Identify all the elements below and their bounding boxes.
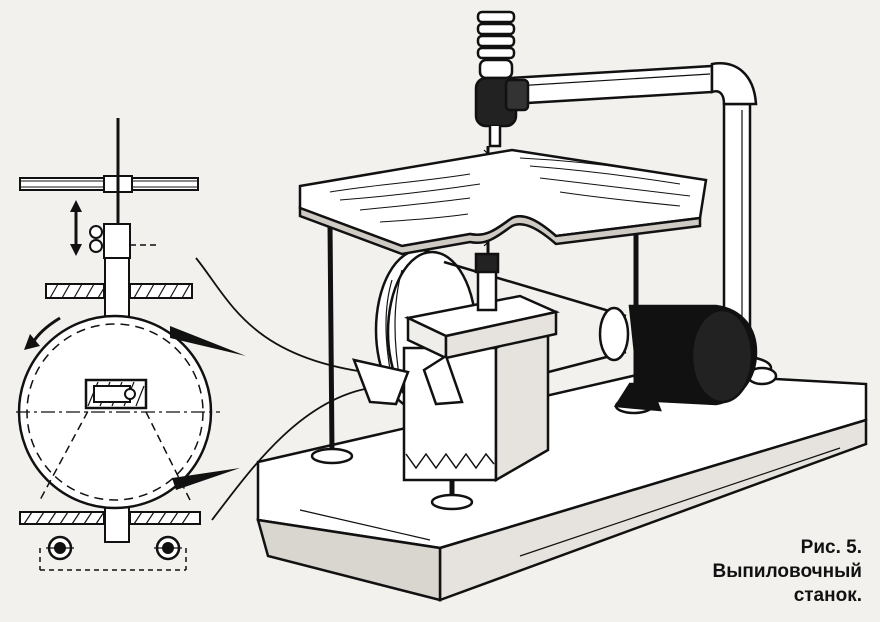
figure-number: Рис. 5. <box>800 537 862 558</box>
mechanism-detail <box>16 118 246 571</box>
pointer-upper <box>170 326 246 356</box>
caption-line-1: Выпиловочный <box>712 561 862 582</box>
caption-line-2: станок. <box>793 585 862 606</box>
upper-guide-rod <box>19 175 199 193</box>
electric-motor <box>598 304 758 412</box>
pointer-lower <box>172 468 240 490</box>
bottom-base-section <box>19 511 201 525</box>
mounting-bolts <box>39 535 187 571</box>
rotation-arrow <box>24 316 61 350</box>
figure-caption: Рис. 5. Выпиловочный станок. <box>712 536 862 608</box>
upper-arm <box>508 62 758 106</box>
wing-nut <box>89 223 131 259</box>
table-top <box>298 148 708 256</box>
upper-table-section <box>45 283 193 299</box>
base-platform <box>256 370 868 602</box>
lower-clamp <box>352 252 500 406</box>
drive-wheel <box>16 314 220 510</box>
spring-tensioner <box>474 10 530 148</box>
crank-block <box>84 378 148 410</box>
guide-block <box>402 294 560 483</box>
callout-lines <box>195 257 381 521</box>
scroll-saw-machine <box>256 10 868 602</box>
up-down-arrow <box>70 200 82 256</box>
